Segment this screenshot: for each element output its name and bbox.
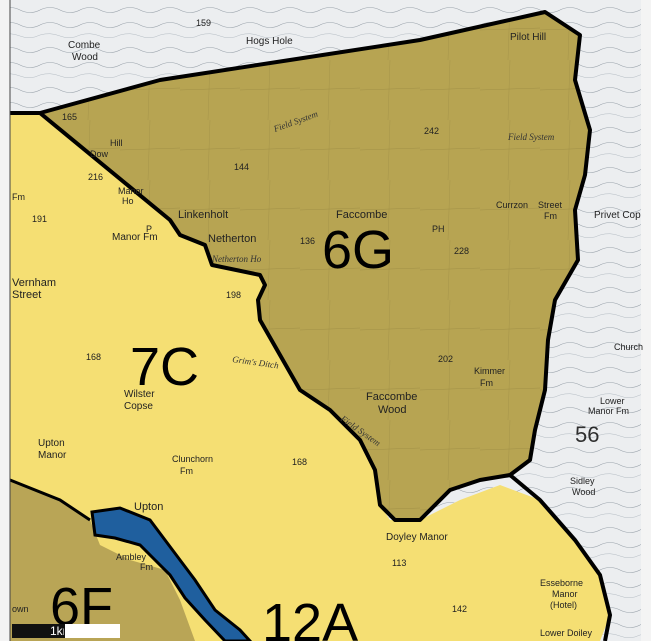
area-code-12a: 12A: [262, 593, 358, 641]
place-clunchorn: Clunchorn: [172, 454, 213, 464]
place-ambley: Ambley: [116, 552, 147, 562]
place-wood: Wood: [72, 52, 98, 63]
place-manor-fm: Manor Fm: [112, 232, 158, 243]
place-sidley-wood: Wood: [572, 487, 595, 497]
place-lower-doiley: Lower Doiley: [540, 628, 593, 638]
place-faccombe: Faccombe: [336, 209, 387, 221]
area-code-6g: 6G: [322, 220, 394, 280]
place-fm-left: Fm: [12, 192, 25, 202]
spot-height: 242: [424, 126, 439, 136]
place-upton-manor-1: Upton: [38, 438, 65, 449]
place-upton: Upton: [134, 501, 163, 513]
place-ho: Ho: [122, 196, 134, 206]
boundary-east: [508, 473, 613, 641]
place-privet-copse: Privet Cop: [594, 210, 641, 221]
place-kimmer-fm: Fm: [480, 378, 493, 388]
place-doyley-manor: Doyley Manor: [386, 532, 448, 543]
place-netherton: Netherton: [208, 233, 256, 245]
place-ph: PH: [432, 224, 445, 234]
spot-height: 136: [300, 236, 315, 246]
place-currzon: Currzon: [496, 200, 528, 210]
place-dow: Dow: [90, 149, 109, 159]
river-channel: [90, 506, 253, 641]
label-field-system-2: Field System: [507, 132, 555, 142]
zone-6g-texture: [40, 12, 590, 520]
place-street: Street: [12, 289, 41, 301]
place-clunchorn-fm: Fm: [180, 466, 193, 476]
place-street-fm: Street: [538, 200, 563, 210]
place-faccombe-wood-1: Faccombe: [366, 391, 417, 403]
place-pilot-hill: Pilot Hill: [510, 32, 546, 43]
place-hogs-hole: Hogs Hole: [246, 36, 293, 47]
area-code-7c: 7C: [130, 337, 199, 397]
place-esseborne-manor: Manor: [552, 589, 578, 599]
place-church: Church: [614, 342, 643, 352]
place-hill: Hill: [110, 138, 123, 148]
boundary-6g: [10, 10, 592, 522]
place-netherton-ho: Netherton Ho: [211, 254, 262, 264]
boundary-6f: [9, 478, 91, 522]
spot-height: 165: [62, 112, 77, 122]
place-hotel: (Hotel): [550, 600, 577, 610]
place-kimmer: Kimmer: [474, 366, 505, 376]
place-p: P: [146, 224, 152, 234]
place-linkenholt: Linkenholt: [178, 209, 228, 221]
spot-height: 159: [196, 18, 211, 28]
spot-height: 142: [452, 604, 467, 614]
spot-height: 144: [234, 162, 249, 172]
area-code-56: 56: [575, 422, 599, 447]
place-manor-fm-right: Manor Fm: [588, 406, 629, 416]
place-combe: Combe: [68, 40, 101, 51]
frame-left: [0, 0, 10, 641]
spot-height: 216: [88, 172, 103, 182]
place-esseborne: Esseborne: [540, 578, 583, 588]
spot-height: 168: [292, 457, 307, 467]
frame-right: [641, 0, 651, 641]
place-ambley-fm: Fm: [140, 562, 153, 572]
spot-height: 198: [226, 290, 241, 300]
place-upton-manor-2: Manor: [38, 450, 67, 461]
spot-height: 168: [86, 352, 101, 362]
spot-height: 202: [438, 354, 453, 364]
place-copse: Copse: [124, 401, 153, 412]
place-sidley: Sidley: [570, 476, 595, 486]
place-faccombe-wood-2: Wood: [378, 404, 407, 416]
place-vernham: Vernham: [12, 277, 56, 289]
place-lower: Lower: [600, 396, 625, 406]
spot-height: 228: [454, 246, 469, 256]
zone-7c[interactable]: [10, 113, 610, 641]
spot-height: 113: [392, 558, 406, 568]
zone-6f[interactable]: [10, 480, 195, 641]
spot-height: 191: [32, 214, 47, 224]
place-fm-right: Fm: [544, 211, 557, 221]
place-own: own: [12, 604, 29, 614]
scale-bar: 1km: [12, 624, 120, 638]
place-wilster: Wilster: [124, 389, 155, 400]
place-manor: Manor: [118, 186, 144, 196]
